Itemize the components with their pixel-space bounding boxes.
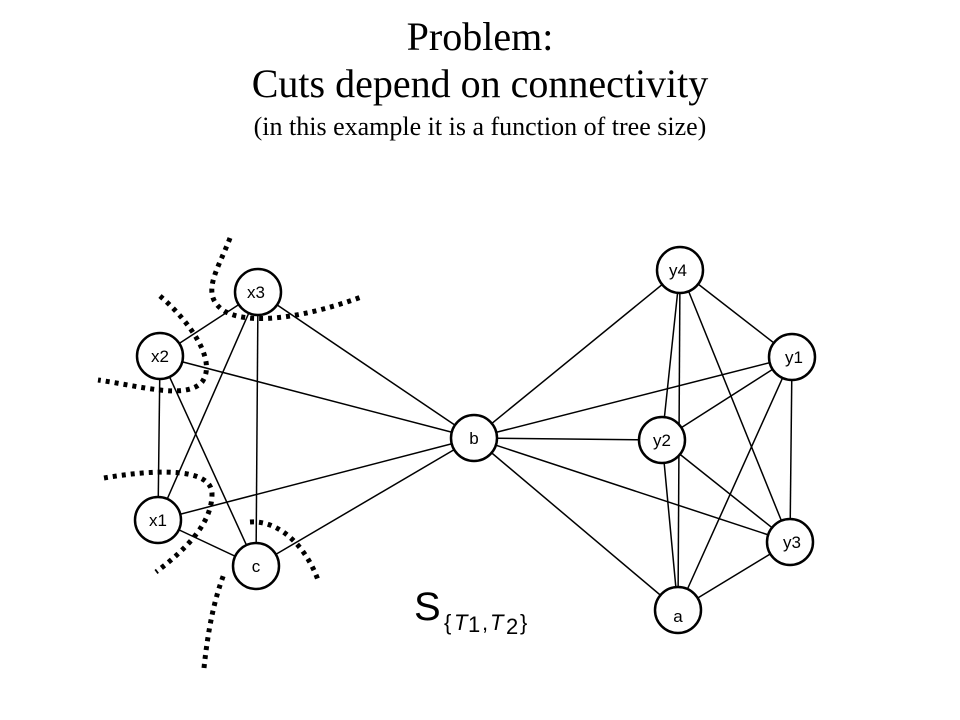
set-label: S { T 1 , T 2 } xyxy=(414,585,527,639)
edge-b-a xyxy=(473,437,679,611)
label-c: c xyxy=(252,557,261,576)
edge-b-y3 xyxy=(473,437,791,543)
label-x2: x2 xyxy=(151,347,169,366)
edge-y4-y3 xyxy=(679,269,791,543)
cut-curves xyxy=(97,237,365,669)
node-y4 xyxy=(655,245,705,295)
edge-x2-x1 xyxy=(157,355,161,521)
cut-curve-x1 xyxy=(103,469,215,574)
node-y1 xyxy=(767,332,817,382)
cut-curve-x2 xyxy=(97,294,209,394)
label-y2: y2 xyxy=(653,431,671,450)
edge-x2-c xyxy=(159,355,257,567)
label-b: b xyxy=(469,429,478,448)
edge-y1-y2 xyxy=(661,356,793,441)
node-x1 xyxy=(133,495,183,545)
title-problem: Problem: xyxy=(406,14,554,59)
node-a xyxy=(653,585,703,635)
label-y4: y4 xyxy=(669,261,687,280)
node-x2 xyxy=(135,331,185,381)
node-x3 xyxy=(233,267,283,317)
cut-curve-c xyxy=(201,519,321,669)
edge-c-b xyxy=(255,437,475,567)
edge-x3-b xyxy=(257,291,475,439)
edges xyxy=(157,269,793,611)
set-symbol: S xyxy=(414,585,441,629)
label-a: a xyxy=(673,607,683,626)
label-x1: x1 xyxy=(149,511,167,530)
slide-title: Problem: Cuts depend on connectivity (in… xyxy=(0,14,960,144)
edge-x3-c xyxy=(255,291,259,567)
node-c xyxy=(231,541,281,591)
node-y3 xyxy=(765,517,815,567)
edge-y2-y3 xyxy=(661,439,791,543)
set-brace-close: } xyxy=(520,610,527,635)
edge-y1-a xyxy=(677,356,793,611)
edge-b-y2 xyxy=(473,437,663,441)
title-subtitle: (in this example it is a function of tre… xyxy=(253,112,707,141)
edge-y2-a xyxy=(661,439,679,611)
set-t2: T xyxy=(490,610,505,635)
set-t1: T xyxy=(454,610,469,635)
edge-b-y1 xyxy=(473,356,793,439)
node-labels: x3 x2 x1 c b y4 y1 y2 y3 a xyxy=(149,261,803,626)
label-y1: y1 xyxy=(785,348,803,367)
title-main: Cuts depend on connectivity xyxy=(251,61,709,106)
edge-y1-y3 xyxy=(789,356,793,543)
set-comma: , xyxy=(482,610,488,635)
set-sub1: 1 xyxy=(468,612,480,637)
node-y2 xyxy=(637,415,687,465)
label-x3: x3 xyxy=(247,283,265,302)
edge-x1-b xyxy=(157,437,475,521)
edge-y4-y2 xyxy=(661,269,681,441)
set-sub2: 2 xyxy=(506,614,518,639)
edge-b-y4 xyxy=(473,269,681,439)
label-y3: y3 xyxy=(783,533,801,552)
edge-x3-x1 xyxy=(157,291,259,521)
edge-x2-b xyxy=(159,355,475,439)
node-b xyxy=(449,413,499,463)
set-brace-open: { xyxy=(444,610,451,635)
nodes xyxy=(133,245,817,635)
